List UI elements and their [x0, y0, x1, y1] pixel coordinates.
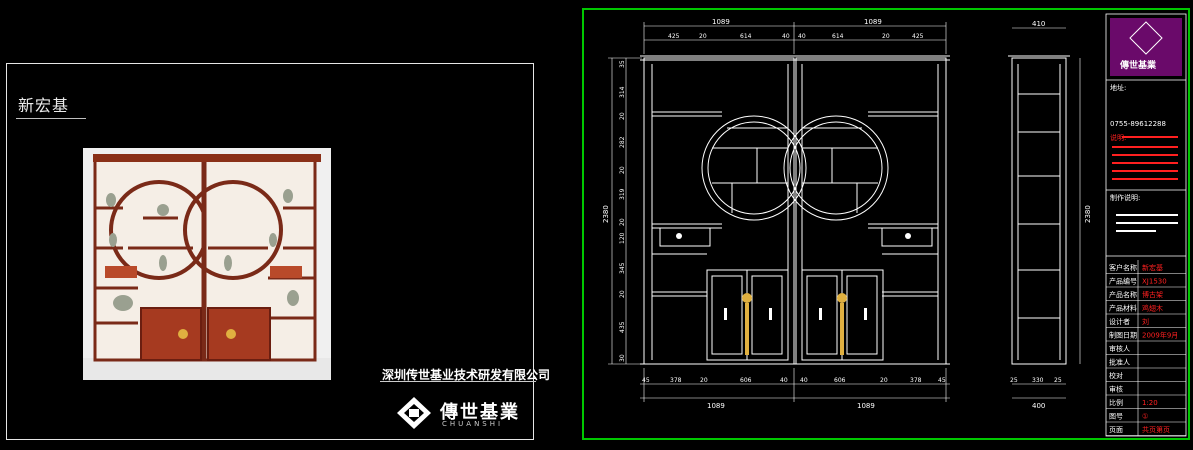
title-block-row-label: 产品编号: [1109, 277, 1137, 286]
product-photo: [83, 148, 331, 380]
left-dimension-lines: [608, 57, 642, 365]
title-underline: [16, 118, 86, 119]
side-dim-bottom-part: 330: [1032, 377, 1044, 384]
title-block-row-label: 设计者: [1109, 317, 1130, 326]
company-name: 深圳传世基业技术研发有限公司: [382, 368, 551, 382]
dim-bottom-part: 378: [670, 377, 682, 384]
title-block-row-value: 博古架: [1142, 290, 1163, 299]
dim-height-total: 2380: [602, 205, 610, 223]
dim-vert: 314: [619, 86, 626, 98]
title-block-row-label: 制图日期: [1109, 331, 1137, 340]
section-address: 地址:: [1110, 83, 1126, 92]
dim-bottom-part: 40: [780, 377, 788, 384]
side-dim-top: 410: [1032, 20, 1045, 28]
dim-vert: 282: [619, 136, 626, 148]
side-dimension-lines: [1012, 27, 1081, 399]
dim-top-part: 425: [668, 33, 680, 40]
dim-bottom-part: 45: [938, 377, 946, 384]
dim-vert: 345: [619, 262, 626, 274]
dim-top-part: 40: [782, 33, 790, 40]
brand-block: [1110, 18, 1182, 76]
dim-top-part: 614: [832, 33, 844, 40]
dim-bottom-part: 20: [880, 377, 888, 384]
dim-top-total-2: 1089: [864, 18, 882, 26]
dim-vert: 120: [619, 232, 626, 244]
title-block-row-label: 页面: [1109, 426, 1123, 434]
cad-drawing-frame: [582, 8, 1190, 440]
front-elevation: [640, 55, 950, 365]
title-block-row-value: 新宏基: [1142, 263, 1163, 272]
title-block-row-label: 图号: [1109, 413, 1123, 421]
door-handles: [742, 293, 847, 355]
dim-top-part: 425: [912, 33, 924, 40]
title-block-row-label: 校对: [1109, 371, 1123, 380]
dim-top-part: 614: [740, 33, 752, 40]
dim-vert: 35: [619, 60, 626, 68]
side-dim-bottom-part: 25: [1054, 377, 1062, 384]
dim-vert: 20: [619, 218, 626, 226]
company-underline: [380, 381, 536, 382]
presentation-panel: [6, 63, 534, 440]
top-dimension-lines: [643, 22, 947, 54]
side-dim-height: 2380: [1084, 205, 1092, 223]
dim-top-total-1: 1089: [712, 18, 730, 26]
dim-bottom-part: 606: [834, 377, 846, 384]
cad-drawing: 1089 1089 425 20 614 40 40 614 20 425 23…: [602, 13, 1187, 437]
title-block-row-value: 1:20: [1142, 399, 1158, 407]
bottom-dimension-lines: [640, 368, 950, 402]
brand-logo-text: 傳世基業: [440, 402, 520, 423]
side-dim-bottom-part: 25: [1010, 377, 1018, 384]
title-block-row-label: 审核人: [1109, 344, 1130, 353]
dim-bottom-part: 40: [800, 377, 808, 384]
dim-top-part: 20: [882, 33, 890, 40]
dim-vert: 20: [619, 112, 626, 120]
production-text-lines: [1116, 214, 1178, 232]
title-block-row-label: 产品名称: [1109, 290, 1137, 299]
title-block-row-label: 产品材料: [1109, 304, 1137, 313]
dim-bottom-total-1: 1089: [707, 402, 725, 410]
side-elevation: [1008, 55, 1070, 365]
title-block-row-value: 共页第页: [1142, 425, 1170, 434]
address-phone: 0755-89612288: [1110, 120, 1166, 128]
title-block-brand: 傳世基業: [1119, 59, 1157, 71]
title-block-row-value: 鸡翅木: [1142, 304, 1163, 313]
dim-bottom-total-2: 1089: [857, 402, 875, 410]
section-production: 制作说明:: [1110, 193, 1140, 202]
title-block-row-label: 批准人: [1109, 358, 1130, 367]
title-block-row-label: 审核: [1109, 385, 1123, 394]
dim-top-part: 20: [699, 33, 707, 40]
section-notes: 说明:: [1110, 133, 1126, 142]
dim-vert: 30: [619, 354, 626, 362]
title-block-rows: 客户名称新宏基产品编号 XJ1530 产品名称博古架产品材料鸡翅木设计者 刘制图日期 2…: [1106, 260, 1186, 436]
brand-logo-icon: [397, 397, 431, 429]
dim-vert: 319: [619, 188, 626, 200]
side-dim-bottom-total: 400: [1032, 402, 1045, 410]
dim-vert: 20: [619, 290, 626, 298]
dim-bottom-part: 20: [700, 377, 708, 384]
dim-bottom-part: 378: [910, 377, 922, 384]
brand-logo-subtext: CHUANSHI: [442, 420, 504, 428]
title-block-row-value: ①: [1142, 413, 1148, 421]
title-block-row-value: XJ1530: [1142, 278, 1167, 286]
notes-text-lines: [1112, 136, 1178, 180]
client-title: 新宏基: [18, 96, 70, 115]
title-block: [1105, 13, 1187, 437]
dim-vert: 20: [619, 166, 626, 174]
title-block-row-value: 2009年9月: [1142, 331, 1178, 340]
dim-top-part: 40: [798, 33, 806, 40]
dim-bottom-part: 45: [642, 377, 650, 384]
title-block-row-label: 客户名称: [1109, 263, 1137, 272]
dim-vert: 435: [619, 321, 626, 333]
title-block-row-label: 比例: [1109, 398, 1123, 407]
title-block-row-value: 刘: [1142, 317, 1149, 326]
dim-bottom-part: 606: [740, 377, 752, 384]
door-locks: [676, 233, 911, 320]
